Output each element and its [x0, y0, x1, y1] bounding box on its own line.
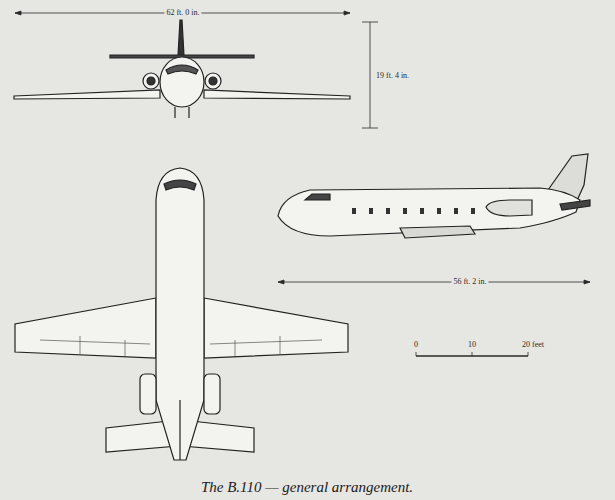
length-dimension: 56 ft. 2 in.	[451, 277, 488, 287]
scale-mark: 0	[412, 340, 420, 350]
span-dimension: 62 ft. 0 in.	[164, 8, 201, 18]
height-dimension: 19 ft. 4 in.	[374, 71, 411, 81]
scale-mark: 10	[466, 340, 478, 350]
scale-unit: 20 feet	[520, 340, 546, 350]
figure-caption: The B.110 — general arrangement.	[201, 478, 413, 496]
